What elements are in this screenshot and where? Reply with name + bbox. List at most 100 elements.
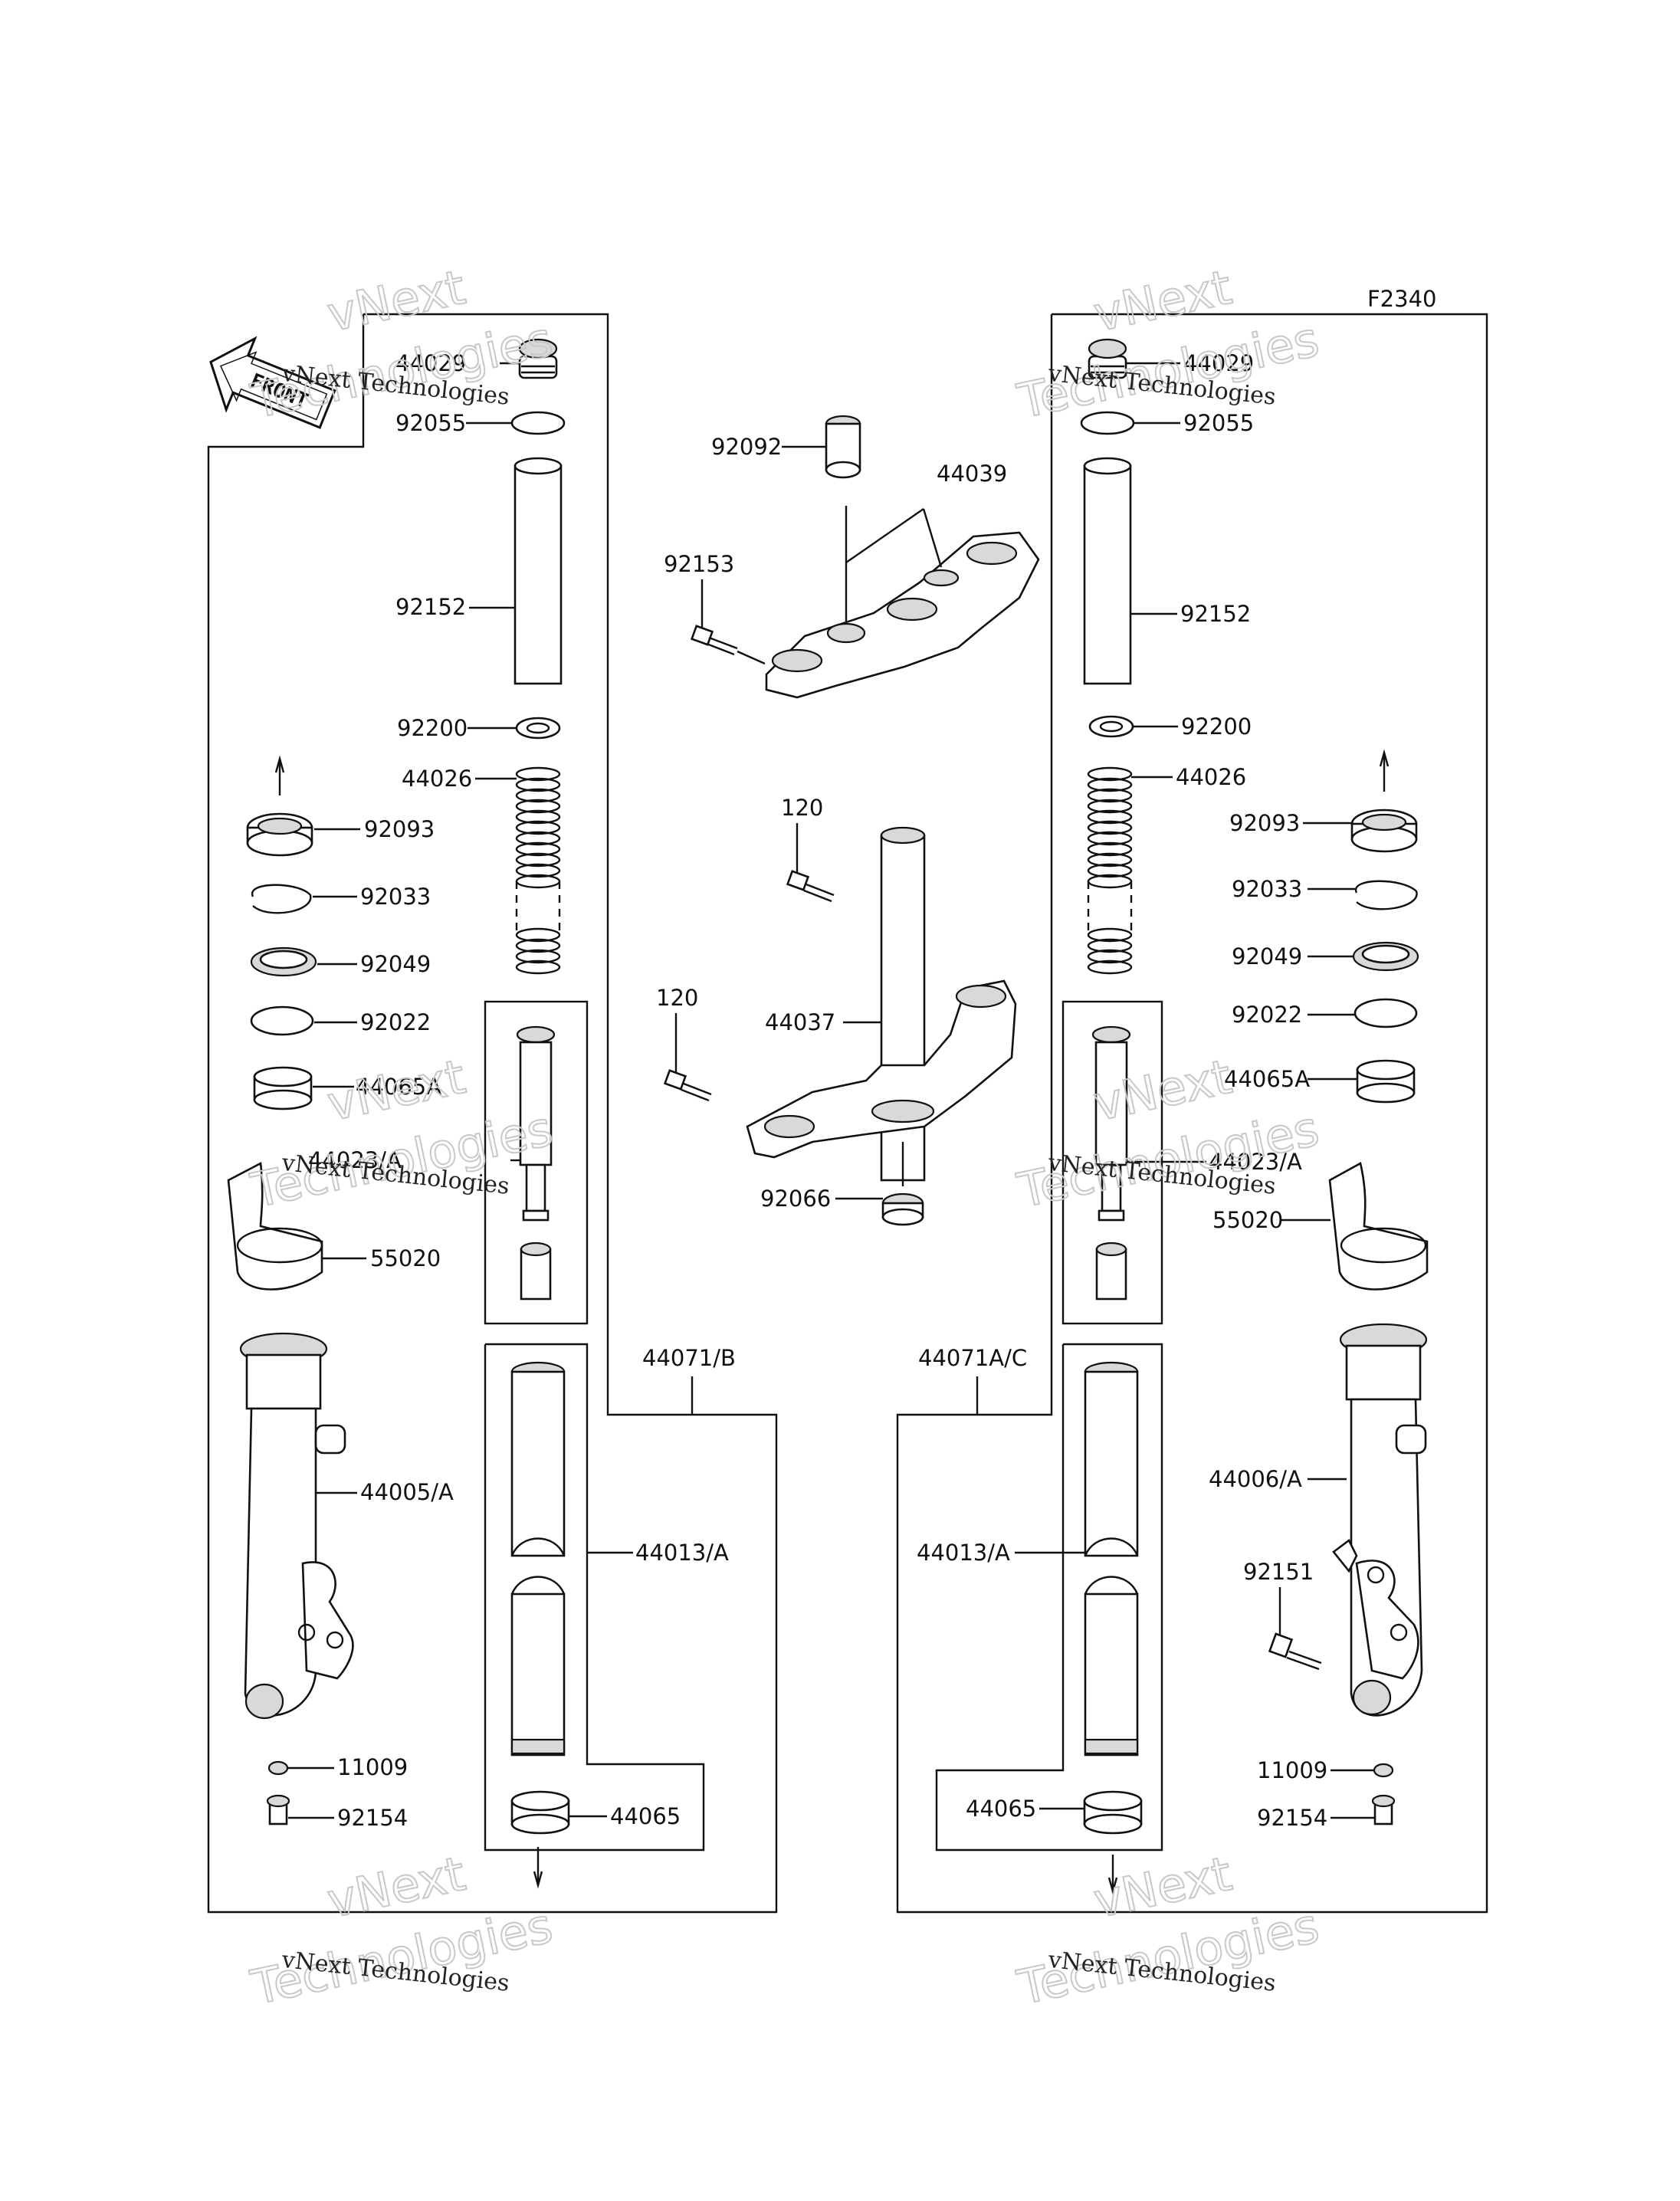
- part-92033-left: [251, 884, 312, 914]
- part-number-label: 44039: [937, 461, 1007, 487]
- svg-text:vNext: vNext: [1089, 1845, 1236, 1929]
- part-92154-right: [1371, 1794, 1396, 1825]
- part-number-label: 92200: [1181, 713, 1252, 740]
- part-44065A-right: [1356, 1059, 1416, 1104]
- part-number-label: 44065A: [1224, 1066, 1310, 1092]
- part-number-label: 44026: [402, 766, 472, 792]
- part-number-label: 92092: [711, 434, 782, 460]
- part-number-label: 44006/A: [1209, 1466, 1302, 1492]
- part-92055-right: [1080, 411, 1135, 435]
- part-44006-right: [1332, 1323, 1428, 1717]
- part-92092: [825, 415, 861, 479]
- part-44005-left: [239, 1332, 354, 1720]
- part-120-upper: [786, 870, 835, 903]
- part-number-label: 44065A: [356, 1074, 441, 1100]
- part-number-label: 120: [656, 985, 698, 1011]
- part-92049-right: [1352, 941, 1419, 972]
- part-44013-left: [510, 1361, 566, 1757]
- part-number-label: 92049: [1232, 943, 1302, 969]
- part-number-label: 120: [781, 795, 823, 821]
- part-number-label: 44029: [395, 350, 466, 376]
- part-92152-left: [514, 457, 563, 685]
- part-number-label: 44029: [1183, 350, 1254, 376]
- part-92200-left: [515, 717, 561, 740]
- part-44029-left: [518, 338, 558, 379]
- part-92093-left: [246, 755, 313, 857]
- part-44039: [765, 506, 1040, 699]
- part-92200-right: [1088, 715, 1134, 738]
- part-number-label: 92022: [1232, 1002, 1302, 1028]
- right-frame: [896, 313, 1488, 1914]
- part-44023-right: [1091, 1025, 1131, 1301]
- right-tube-box: [935, 1343, 1163, 1852]
- part-44065-right: [1083, 1790, 1143, 1895]
- part-92055-left: [510, 411, 566, 435]
- svg-text:vNext: vNext: [323, 1845, 470, 1929]
- part-number-label: 92093: [364, 816, 435, 842]
- part-number-label: 92055: [395, 410, 466, 436]
- part-number-label: 11009: [1257, 1757, 1327, 1783]
- left-damper-box: [484, 1000, 589, 1325]
- part-number-label: 44023/A: [1209, 1149, 1302, 1175]
- part-92022-left: [250, 1005, 314, 1036]
- part-92033-right: [1354, 880, 1418, 910]
- part-92151-right: [1268, 1632, 1322, 1671]
- svg-text:vNext: vNext: [323, 259, 470, 343]
- part-44065A-left: [253, 1066, 313, 1110]
- part-number-label: 92049: [360, 951, 431, 977]
- part-92049-left: [250, 946, 317, 977]
- part-number-label: 92153: [664, 551, 734, 577]
- part-44026-left: [515, 766, 561, 975]
- front-arrow-icon: FRONT: [209, 336, 336, 429]
- part-number-label: F2340: [1367, 286, 1436, 312]
- part-number-label: 44071/B: [642, 1345, 736, 1371]
- part-44029-right: [1088, 338, 1127, 379]
- part-number-label: 92033: [1232, 876, 1302, 902]
- part-92153: [690, 625, 766, 665]
- part-labels: 44029 92055 92152 92200 44026 92093 92033 92049…: [288, 286, 1436, 1831]
- svg-text:vNext: vNext: [323, 1048, 470, 1132]
- part-number-label: 44023/A: [308, 1147, 402, 1173]
- part-number-label: 92200: [397, 715, 468, 741]
- left-tube-box: [484, 1343, 705, 1852]
- part-11009-right: [1373, 1763, 1394, 1778]
- part-number-label: 44005/A: [360, 1479, 454, 1505]
- part-number-label: 44065: [610, 1803, 681, 1829]
- part-number-label: 92152: [395, 594, 466, 620]
- part-number-label: 92152: [1180, 601, 1251, 627]
- part-number-label: 44013/A: [635, 1540, 729, 1566]
- part-11009-left: [267, 1760, 289, 1776]
- part-number-label: 92151: [1243, 1559, 1314, 1585]
- part-44037: [746, 826, 1017, 1182]
- part-number-label: 11009: [337, 1754, 408, 1780]
- part-number-label: 44026: [1176, 764, 1246, 790]
- part-number-label: 92066: [760, 1186, 831, 1212]
- part-120-lower: [663, 1069, 712, 1102]
- part-number-label: 92154: [1257, 1805, 1327, 1831]
- svg-text:vNext: vNext: [1089, 259, 1236, 343]
- part-92022-right: [1354, 998, 1418, 1028]
- part-92152-right: [1083, 457, 1132, 685]
- part-number-label: 55020: [370, 1245, 441, 1271]
- part-number-label: 92033: [360, 884, 431, 910]
- part-number-label: 55020: [1212, 1207, 1283, 1233]
- part-44065-left: [510, 1790, 570, 1889]
- part-number-label: 92093: [1229, 810, 1300, 836]
- part-number-label: 44013/A: [917, 1540, 1010, 1566]
- part-number-label: 44037: [765, 1009, 835, 1035]
- part-44026-right: [1087, 766, 1133, 975]
- part-44013-right: [1084, 1361, 1139, 1757]
- part-55020-left: [227, 1161, 323, 1291]
- part-92093-right: [1350, 749, 1418, 853]
- left-frame: [207, 313, 778, 1914]
- part-92154-left: [266, 1794, 290, 1825]
- part-number-label: 44071A/C: [918, 1345, 1027, 1371]
- part-92066: [881, 1142, 924, 1226]
- part-number-label: 44065: [966, 1796, 1036, 1822]
- part-44023-left: [516, 1025, 556, 1301]
